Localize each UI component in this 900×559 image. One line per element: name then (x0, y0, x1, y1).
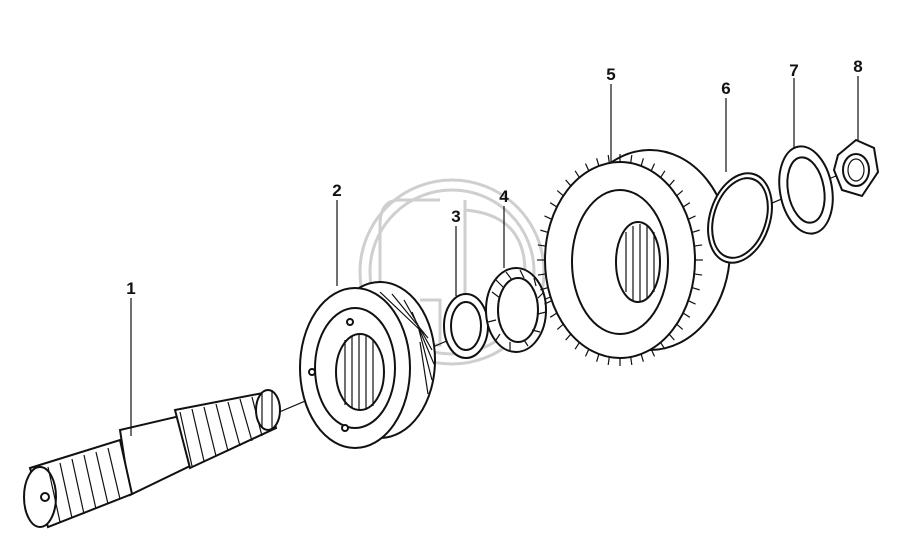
gear-tooth (537, 273, 546, 276)
gear-tooth (650, 348, 656, 357)
gear-tooth (537, 244, 546, 247)
callout-8: 8 (853, 57, 862, 76)
gear-tooth (544, 300, 553, 305)
gear-tooth (596, 353, 600, 362)
gear-tooth (676, 190, 684, 197)
part-5-gear (537, 149, 731, 366)
part-6-snap-ring (707, 172, 773, 264)
gear-tooth (556, 190, 564, 197)
gear-tooth (574, 342, 580, 350)
callout-1: 1 (126, 279, 135, 298)
gear-tooth (607, 356, 610, 366)
gear-tooth (660, 342, 666, 350)
part-3-washer (443, 293, 489, 359)
gear-tooth (691, 287, 700, 291)
gear-tooth (540, 229, 549, 233)
gear-tooth (668, 333, 675, 341)
gear-tooth (640, 158, 644, 167)
gear-tooth (630, 356, 633, 366)
gear-tooth (565, 179, 572, 187)
gear-tooth (630, 154, 633, 164)
gear-tooth (556, 323, 564, 330)
leader-lines (130, 76, 859, 436)
gear-tooth (660, 170, 666, 178)
callout-2: 2 (332, 181, 341, 200)
part-7-thrust-washer (778, 145, 834, 235)
callout-5: 5 (606, 65, 615, 84)
gear-tooth (540, 287, 549, 291)
gear-tooth (682, 312, 691, 318)
gear-tooth (694, 244, 703, 247)
gear-tooth (687, 300, 696, 305)
gear-tooth (544, 215, 553, 220)
gear-tooth (549, 202, 558, 208)
part-1-splined-shaft (23, 389, 281, 529)
callout-3: 3 (451, 207, 460, 226)
gear-tooth (682, 202, 691, 208)
gear-tooth (694, 273, 703, 276)
callout-4: 4 (499, 187, 509, 206)
gear-tooth (584, 163, 590, 172)
gear-tooth (668, 179, 675, 187)
gear-tooth (607, 154, 610, 164)
gear-tooth (574, 170, 580, 178)
part-2-synchronizer-hub (299, 281, 436, 449)
part-4-synchronizer-ring (485, 267, 547, 353)
gear-tooth (691, 229, 700, 233)
gear-tooth (650, 163, 656, 172)
gear-tooth (687, 215, 696, 220)
callout-6: 6 (721, 79, 730, 98)
gear-tooth (565, 333, 572, 341)
callout-7: 7 (789, 61, 798, 80)
gear-tooth (640, 353, 644, 362)
gear-tooth (584, 348, 590, 357)
gear-tooth (596, 158, 600, 167)
part-8-nut (832, 138, 880, 198)
gear-tooth (676, 323, 684, 330)
gear-tooth (549, 312, 558, 318)
